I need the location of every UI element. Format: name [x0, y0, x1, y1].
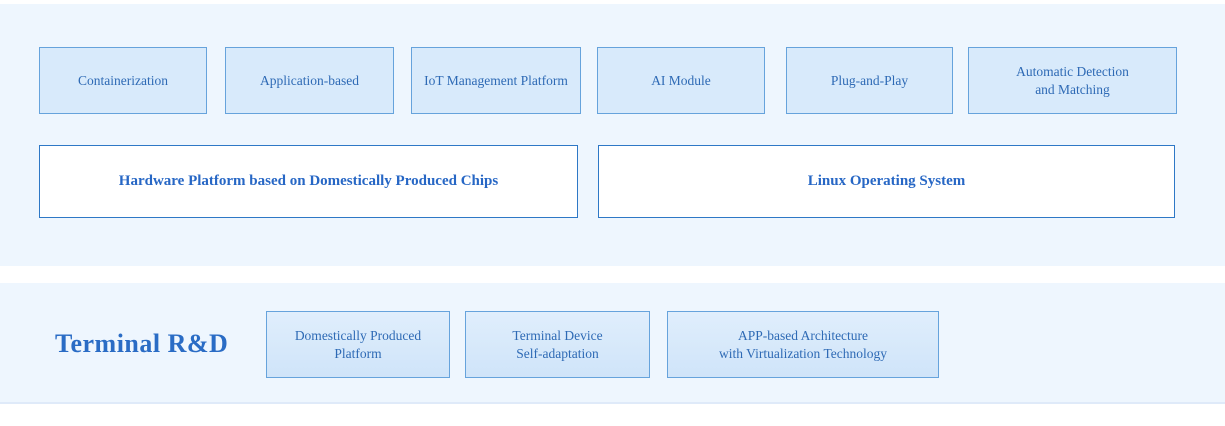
box-terminal-device-self-adaptation: Terminal Device Self-adaptation: [465, 311, 650, 378]
box-application-based: Application-based: [225, 47, 394, 114]
top-section: Containerization Application-based IoT M…: [0, 4, 1225, 266]
box-plug-and-play: Plug-and-Play: [786, 47, 953, 114]
box-containerization: Containerization: [39, 47, 207, 114]
box-iot-management-platform: IoT Management Platform: [411, 47, 581, 114]
terminal-rd-section: Terminal R&D Domestically Produced Platf…: [0, 283, 1225, 404]
box-domestically-produced-platform: Domestically Produced Platform: [266, 311, 450, 378]
terminal-rd-heading: Terminal R&D: [55, 329, 229, 358]
box-hardware-platform-domestic-chips: Hardware Platform based on Domestically …: [39, 145, 578, 218]
box-ai-module: AI Module: [597, 47, 765, 114]
box-linux-operating-system: Linux Operating System: [598, 145, 1175, 218]
box-automatic-detection-and-matching: Automatic Detection and Matching: [968, 47, 1177, 114]
box-app-based-architecture-virtualization: APP-based Architecture with Virtualizati…: [667, 311, 939, 378]
